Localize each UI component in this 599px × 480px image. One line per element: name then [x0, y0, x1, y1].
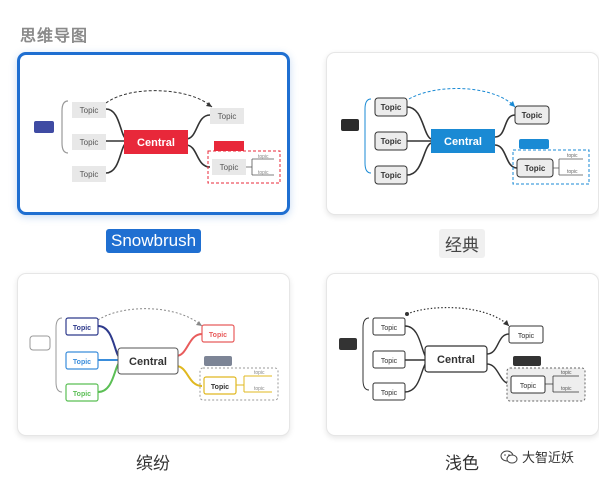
topic-label: Topic	[80, 170, 99, 179]
wechat-icon	[500, 450, 518, 463]
topic-label: Topic	[381, 103, 402, 112]
theme-card-classic[interactable]: Topic Topic Topic Central Topic Topic to…	[326, 52, 599, 215]
subtopic-label: topic	[567, 169, 578, 175]
subtopic-label: topic	[258, 154, 269, 160]
topic-label: Topic	[211, 384, 229, 391]
side-node	[34, 121, 54, 133]
central-label: Central	[137, 137, 175, 149]
subtopic-label: topic	[561, 370, 572, 376]
colorful-preview: Topic Topic Topic Central Topic Topic to…	[29, 308, 279, 402]
central-label: Central	[444, 136, 482, 148]
subtopic-label: topic	[254, 386, 265, 392]
theme-card-light[interactable]: Topic Topic Topic Central Topic Topic to…	[326, 273, 599, 436]
subtopic-label: topic	[254, 370, 265, 376]
watermark-text: 大智近妖	[522, 450, 575, 465]
topic-label: Topic	[218, 112, 237, 121]
topic-label: Topic	[520, 383, 537, 390]
topic-label: Topic	[381, 358, 398, 365]
topic-label: Topic	[80, 138, 99, 147]
side-node	[341, 119, 359, 131]
subtopic-label: topic	[567, 153, 578, 159]
theme-label-classic[interactable]: 经典	[439, 229, 485, 258]
topic-label: Topic	[381, 325, 398, 332]
side-node	[339, 338, 357, 350]
theme-card-colorful[interactable]: Topic Topic Topic Central Topic Topic to…	[17, 273, 290, 436]
classic-preview: Topic Topic Topic Central Topic Topic to…	[341, 88, 590, 185]
central-label: Central	[437, 354, 475, 366]
watermark: 大智近妖	[500, 447, 574, 466]
topic-label: Topic	[381, 171, 402, 180]
subtopic-label: topic	[561, 386, 572, 392]
snowbrush-preview: Topic Topic Topic Central Topic Topic to…	[34, 90, 281, 184]
topic-label: Topic	[209, 332, 227, 339]
topic-label: Topic	[518, 333, 535, 340]
topic-label: Topic	[80, 106, 99, 115]
theme-label-snowbrush[interactable]: Snowbrush	[106, 229, 202, 253]
light-preview: Topic Topic Topic Central Topic Topic to…	[339, 307, 586, 402]
theme-label-colorful[interactable]: 缤纷	[136, 454, 170, 473]
topic-label: Topic	[522, 111, 543, 120]
topic-label: Topic	[381, 390, 398, 397]
side-node	[29, 335, 51, 351]
topic-label: Topic	[525, 164, 546, 173]
topic-label: Topic	[73, 359, 91, 366]
topic-label: Topic	[381, 137, 402, 146]
section-title: 思维导图	[20, 28, 89, 45]
topic-label: Topic	[220, 163, 239, 172]
topic-label: Topic	[73, 391, 91, 398]
theme-card-snowbrush[interactable]: Topic Topic Topic Central Topic Topic to…	[17, 52, 290, 215]
topic-label: Topic	[73, 325, 91, 332]
central-label: Central	[129, 356, 167, 368]
theme-label-light[interactable]: 浅色	[445, 454, 479, 473]
subtopic-label: topic	[258, 170, 269, 176]
